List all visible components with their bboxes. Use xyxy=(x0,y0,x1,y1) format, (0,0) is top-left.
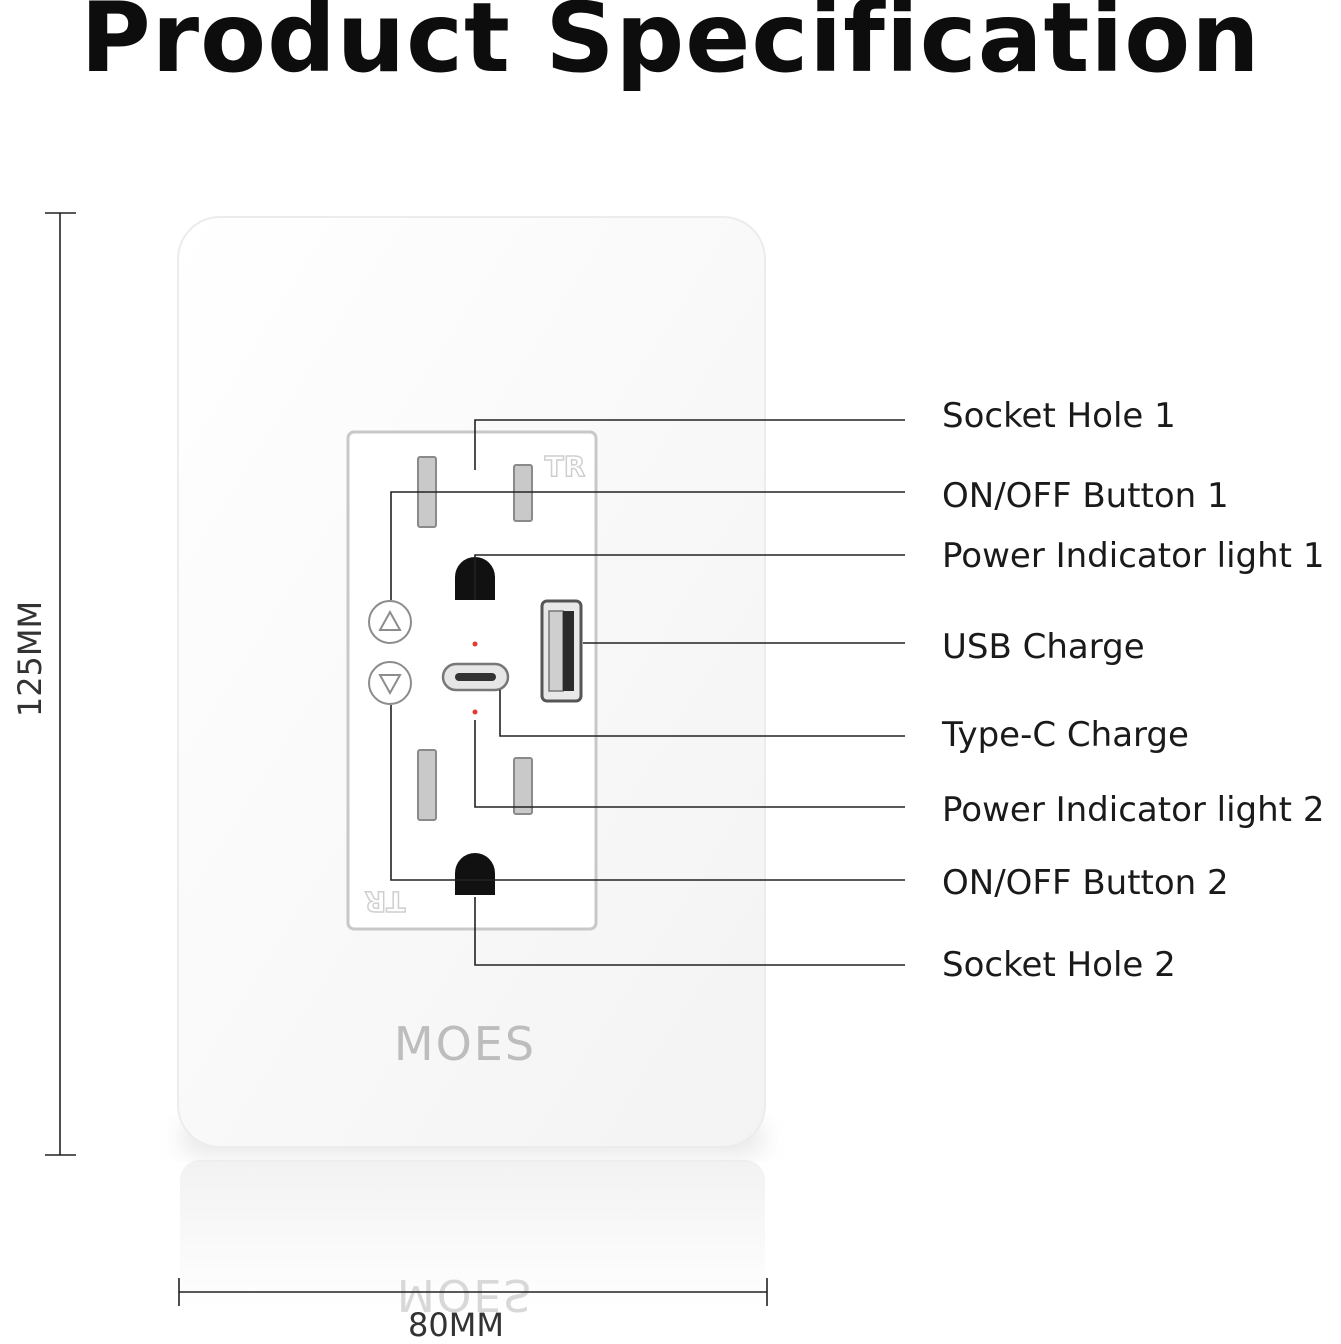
leader-socket-hole-2 xyxy=(474,897,905,966)
callout-usb-charge: USB Charge xyxy=(942,627,1145,667)
tr-mark-bottom: TR xyxy=(365,885,406,918)
leader-type-c-charge xyxy=(499,690,905,737)
onoff-button-1 xyxy=(368,600,412,644)
socket-hole-1-slot-right xyxy=(513,464,533,522)
down-arrow-icon xyxy=(378,674,402,696)
plate-reflection xyxy=(180,1160,765,1310)
callout-onoff-button-2: ON/OFF Button 2 xyxy=(942,863,1229,903)
callout-type-c-charge: Type-C Charge xyxy=(942,715,1189,755)
leader-onoff-button-2 xyxy=(390,705,905,881)
callout-power-indicator-1: Power Indicator light 1 xyxy=(942,536,1325,576)
leader-onoff-button-1 xyxy=(390,491,905,600)
brand-logo: MOES xyxy=(394,1017,536,1071)
leader-power-indicator-2 xyxy=(474,720,905,808)
dimension-lines xyxy=(45,212,768,1306)
socket-hole-2-slot-left xyxy=(417,749,437,821)
width-dimension-label: 80MM xyxy=(408,1306,504,1344)
leader-power-indicator-1 xyxy=(474,554,905,600)
height-dimension-label: 125MM xyxy=(11,600,49,718)
power-indicator-1 xyxy=(472,641,478,647)
callout-socket-hole-1: Socket Hole 1 xyxy=(942,396,1176,436)
page-title: Product Specification xyxy=(80,0,1261,94)
tr-mark-top: TR xyxy=(545,450,586,483)
callout-lines xyxy=(390,419,905,966)
socket-hole-2-slot-right xyxy=(513,757,533,815)
leader-socket-hole-1 xyxy=(474,419,905,470)
callout-socket-hole-2: Socket Hole 2 xyxy=(942,945,1176,985)
callout-power-indicator-2: Power Indicator light 2 xyxy=(942,790,1325,830)
callout-onoff-button-1: ON/OFF Button 1 xyxy=(942,476,1229,516)
up-arrow-icon xyxy=(378,609,402,631)
power-indicator-2 xyxy=(472,709,478,715)
onoff-button-2 xyxy=(368,661,412,705)
brand-reflection: MOES xyxy=(397,1269,533,1320)
socket-hole-2-ground xyxy=(455,853,495,895)
